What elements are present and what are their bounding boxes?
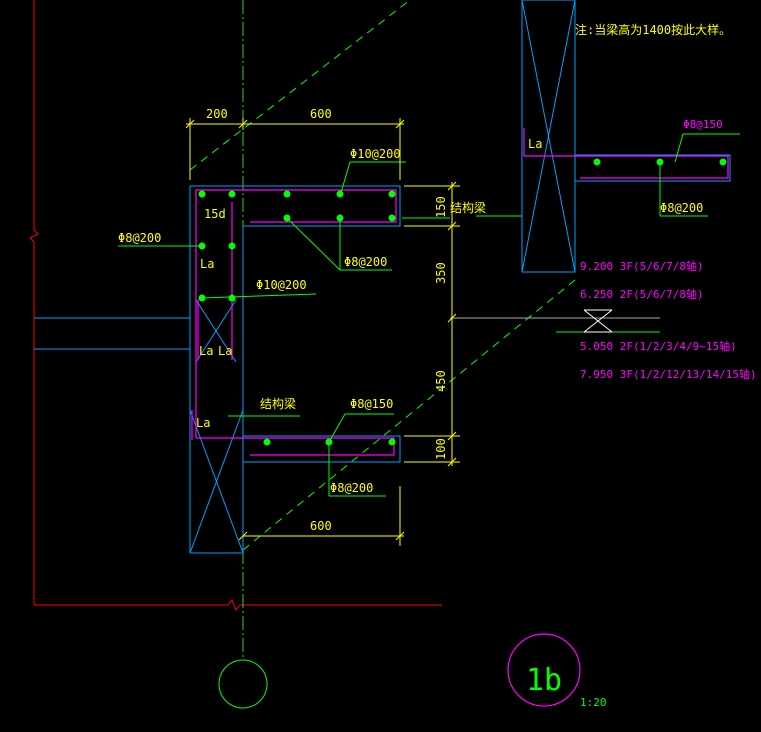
beam-label-upper: 结构梁: [450, 200, 486, 215]
rebar-label-middle-phi10: Φ10@200: [256, 278, 307, 292]
anchor-la-lower: La: [196, 416, 210, 430]
rebar-lines: [191, 128, 729, 456]
dim-100: 100: [434, 438, 448, 460]
rebar-label-lower-phi8-200: Φ8@200: [330, 481, 373, 495]
rebar-label-right-phi8-200: Φ8@200: [660, 201, 703, 215]
dim-350: 350: [434, 262, 448, 284]
dim-600-top: 600: [310, 107, 332, 121]
rebar-label-top-stirrup: Φ10@200: [350, 147, 401, 161]
rebar-label-middle-phi8: Φ8@200: [344, 255, 387, 269]
elevation-0: 9.200 3F(5/6/7/8轴): [580, 259, 704, 273]
anchor-la-left: La: [200, 257, 214, 271]
dim-450: 450: [434, 370, 448, 392]
rebar-label-lower-phi8-150: Φ8@150: [350, 397, 393, 411]
dimension-lines: [185, 118, 460, 546]
guide-dashes: [189, 0, 576, 551]
elevation-lines: [34, 317, 660, 350]
section-outline: [189, 185, 401, 554]
note-text: 注:当梁高为1400按此大样。: [575, 22, 731, 37]
detail-bubble: [507, 633, 581, 707]
detail-scale: 1:20: [580, 696, 607, 709]
elevation-symbol: [583, 309, 613, 333]
rebar-dots: [198, 158, 727, 446]
rebar-label-right-phi8-150: Φ8@150: [683, 118, 723, 131]
anchor-la-top: La: [528, 137, 542, 151]
elevation-3: 7.950 3F(1/2/12/13/14/15轴): [580, 367, 757, 381]
rebar-label-left-phi8: Φ8@200: [118, 231, 161, 245]
elevation-1: 6.250 2F(5/6/7/8轴): [580, 287, 704, 301]
upper-column: [521, 0, 731, 273]
anchor-la-mid-b: La: [218, 344, 232, 358]
beam-label-lower: 结构梁: [260, 396, 296, 411]
dim-150: 150: [434, 196, 448, 218]
elevation-2: 5.050 2F(1/2/3/4/9~15轴): [580, 339, 737, 353]
anchor-15d: 15d: [204, 207, 226, 221]
anchor-la-mid-a: La: [199, 344, 213, 358]
grid-boundary-lines: [29, 0, 442, 611]
dim-200: 200: [206, 107, 228, 121]
leader-lines: [118, 133, 740, 497]
dim-600-bottom: 600: [310, 519, 332, 533]
axis-bubble: [218, 659, 268, 709]
detail-number: 1b: [526, 663, 562, 698]
